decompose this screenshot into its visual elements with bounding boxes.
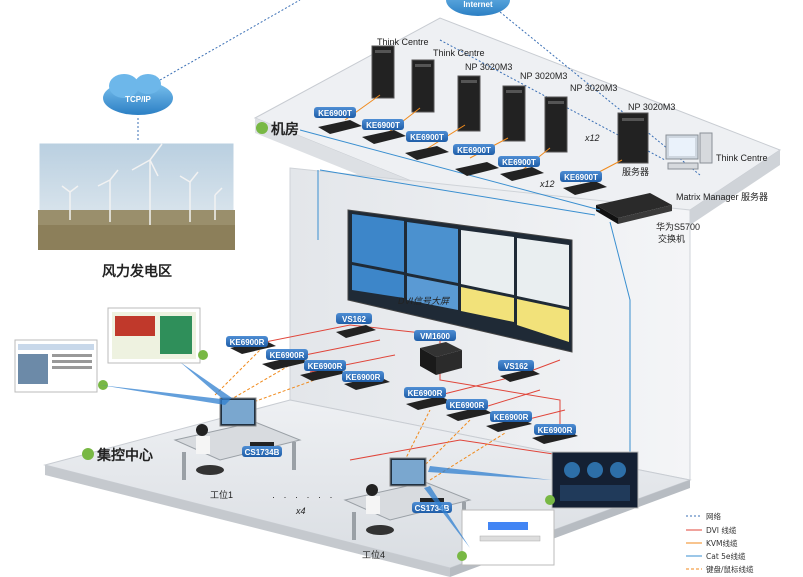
- screenshot-thumbnail-search: [457, 509, 555, 566]
- ke6900t-device: [563, 181, 607, 195]
- ke6900t-tag-4: KE6900T: [457, 146, 491, 155]
- ke6900r-tag-5: KE6900R: [408, 389, 443, 398]
- workstation-1: [173, 397, 302, 480]
- legend: 网络 DVI 线缆 KVM线缆 Cat 5e线缆 键盘/鼠标线缆: [686, 511, 754, 574]
- network-switch: [596, 193, 672, 224]
- internet-label: Internet: [463, 0, 493, 9]
- server-tower: [544, 96, 568, 153]
- cs1734b-label-b: CS1734B: [415, 504, 450, 513]
- ke6900t-device: [455, 162, 499, 176]
- server-label-3: NP 3020M3: [465, 62, 512, 72]
- vm1600-tag: [414, 330, 456, 341]
- vm1600-label: VM1600: [420, 332, 450, 341]
- legend-label-kvm: KVM线缆: [706, 538, 738, 548]
- server-tower: [457, 75, 481, 132]
- x12-label-a: x12: [584, 133, 600, 143]
- machine-room-label: 机房: [271, 121, 299, 138]
- big-screen-label: DVI信号大屏: [398, 296, 450, 306]
- machine-room-marker: 机房: [256, 121, 299, 138]
- display-beams: [100, 362, 552, 548]
- server-label-5: NP 3020M3: [570, 83, 617, 93]
- legend-label-dvi: DVI 线缆: [706, 525, 737, 535]
- ke6900t-tag-2: KE6900T: [366, 121, 400, 130]
- mm-server-label: Matrix Manager 服务器: [676, 191, 768, 202]
- vs162-device-b: [500, 369, 540, 382]
- dots: · · · · · ·: [272, 492, 336, 502]
- server-tower: [502, 85, 526, 142]
- ke6900r-tag-7: KE6900R: [494, 413, 529, 422]
- ke6900t-device: [318, 120, 362, 134]
- server-tower: [617, 112, 649, 164]
- ke6900t-tag-5: KE6900T: [502, 158, 536, 167]
- server-tower: [371, 45, 395, 99]
- vs162-label-a: VS162: [342, 315, 367, 324]
- workstation-4-label: 工位4: [362, 549, 385, 560]
- wind-farm-photo: [36, 140, 237, 252]
- switch-label-2: 交换机: [658, 233, 685, 244]
- control-center-label: 集控中心: [96, 447, 153, 464]
- ke6900t-tag-3: KE6900T: [410, 133, 444, 142]
- ke6900r-tag-2: KE6900R: [270, 351, 305, 360]
- ke6900t-device: [405, 146, 449, 160]
- cs1734b-tag-a: [242, 446, 282, 457]
- ke6900t-tag-6: KE6900T: [564, 173, 598, 182]
- vs162-tag-a: [336, 313, 372, 324]
- ke6900r-tag-8: KE6900R: [538, 426, 573, 435]
- legend-label-keyboard-mouse: 键盘/鼠标线缆: [706, 564, 754, 574]
- wind-area-label: 风力发电区: [102, 263, 172, 280]
- cat5e-lines-machine-room: [299, 129, 631, 470]
- server-tower: [411, 59, 435, 113]
- server-caption: 服务器: [622, 166, 649, 177]
- tcpip-cloud: TCP/IP: [103, 74, 173, 115]
- vs162-tag-b: [498, 360, 534, 371]
- vs162-label-b: VS162: [504, 362, 529, 371]
- cs1734b-label-a: CS1734B: [245, 448, 280, 457]
- server-label-1: Think Centre: [377, 37, 429, 47]
- screenshot-thumbnail-chart: [107, 307, 208, 364]
- ke6900r-tags: KE6900R KE6900R KE6900R KE6900R KE6900R …: [226, 336, 576, 435]
- screenshot-thumbnail-news: [14, 339, 108, 393]
- servers: [371, 45, 649, 164]
- ke6900t-device: [362, 130, 406, 144]
- server-label-2: Think Centre: [433, 48, 485, 58]
- ke6900t-device: [500, 167, 544, 181]
- matrix-manager-pc: [665, 132, 713, 170]
- legend-label-cat5e: Cat 5e线缆: [706, 551, 746, 561]
- server-label-6: NP 3020M3: [628, 102, 675, 112]
- ke6900r-device: [406, 396, 452, 410]
- control-center-marker: 集控中心: [82, 447, 153, 464]
- server-label-4: NP 3020M3: [520, 71, 567, 81]
- x4-label: x4: [295, 506, 306, 516]
- ke6900r-tag-4: KE6900R: [346, 373, 381, 382]
- ke6900r-device: [446, 407, 492, 421]
- switch-label-1: 华为S5700: [656, 221, 700, 232]
- ke6900r-tag-6: KE6900R: [450, 401, 485, 410]
- vs162-device-a: [336, 325, 376, 338]
- workstation-1-label: 工位1: [210, 489, 233, 500]
- screenshot-thumbnail-dashboard: [545, 451, 639, 509]
- x12-label-b: x12: [539, 179, 555, 189]
- internet-globe: Internet: [446, 0, 510, 16]
- ke6900t-tags: KE6900T KE6900T KE6900T KE6900T KE6900T …: [314, 107, 602, 182]
- legend-label-network: 网络: [706, 511, 721, 521]
- mm-pc-label: Think Centre: [716, 153, 768, 163]
- video-wall: [347, 209, 573, 353]
- ke6900r-tag-3: KE6900R: [308, 362, 343, 371]
- ke6900t-tag-1: KE6900T: [318, 109, 352, 118]
- vm1600-device: [420, 342, 462, 375]
- tcpip-label: TCP/IP: [125, 95, 151, 104]
- ke6900t-devices: [318, 120, 607, 195]
- ke6900r-tag-1: KE6900R: [230, 338, 265, 347]
